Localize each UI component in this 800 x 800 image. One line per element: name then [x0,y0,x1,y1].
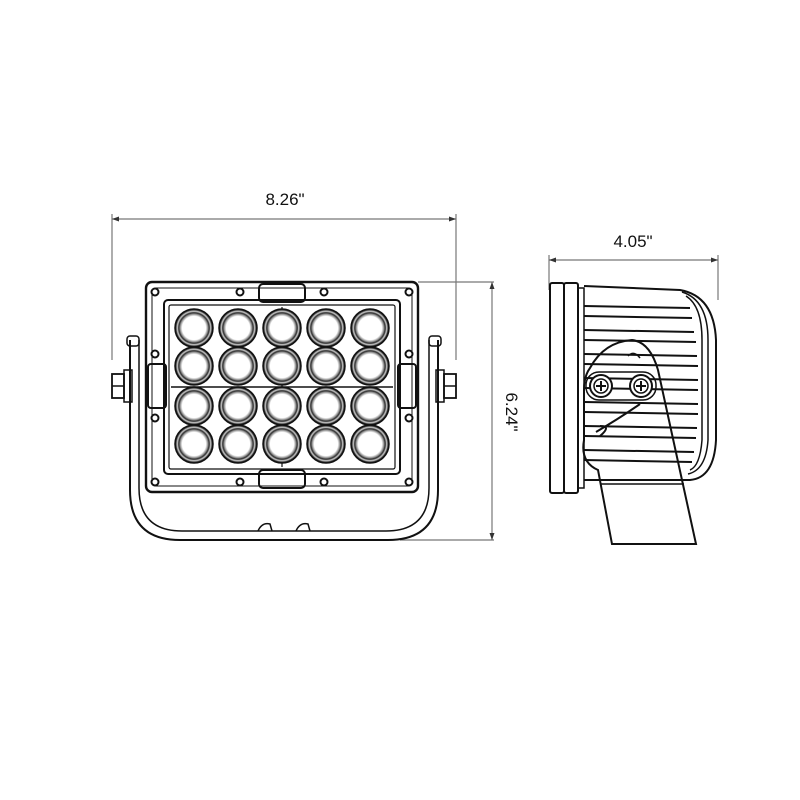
led-lens-icon [350,308,390,348]
screw-icon [150,477,160,487]
screw-icon [150,287,160,297]
led-lens-icon [350,386,390,426]
front-view: 8.26" 6.24" [111,190,521,541]
screw-icon [404,413,414,423]
led-lens-icon [174,424,214,464]
screw-icon [235,477,245,487]
led-lens-icon [262,346,302,386]
led-lens-icon [262,308,302,348]
left-knob [111,369,133,403]
left-tab [147,363,167,409]
height-label: 6.24" [502,392,521,431]
depth-dimension: 4.05" [548,232,719,300]
led-lens-icon [218,346,258,386]
right-tab [397,363,417,409]
led-lens-icon [174,346,214,386]
led-lens-icon [262,424,302,464]
led-lens-icon [306,308,346,348]
side-front-plate [549,282,585,494]
led-lens-icon [306,386,346,426]
led-lens-icon [306,424,346,464]
side-bracket [582,338,698,545]
right-knob [435,369,457,403]
mounting-bracket [126,335,442,541]
bracket-bolts [589,374,653,398]
screw-icon [319,477,329,487]
led-lens-icon [350,424,390,464]
housing-screws [150,287,414,487]
led-lens-icon [218,308,258,348]
led-lens-icon [218,386,258,426]
screw-icon [319,287,329,297]
screw-icon [404,287,414,297]
side-view: 4.05" [548,232,719,545]
led-lens-grid [171,307,393,467]
housing [144,280,420,494]
width-dimension: 8.26" [111,190,457,360]
height-dimension: 6.24" [400,281,521,541]
bolt-icon [629,374,653,398]
led-lens-icon [350,346,390,386]
screw-icon [150,349,160,359]
led-lens-icon [174,308,214,348]
screw-icon [404,477,414,487]
screw-icon [150,413,160,423]
led-lens-icon [174,386,214,426]
screw-icon [235,287,245,297]
top-tab [258,283,306,303]
led-lens-icon [306,346,346,386]
led-lens-icon [218,424,258,464]
bottom-tab [258,469,306,489]
screw-icon [404,349,414,359]
bolt-icon [589,374,613,398]
depth-label: 4.05" [613,232,652,251]
led-lens-icon [262,386,302,426]
width-label: 8.26" [265,190,304,209]
